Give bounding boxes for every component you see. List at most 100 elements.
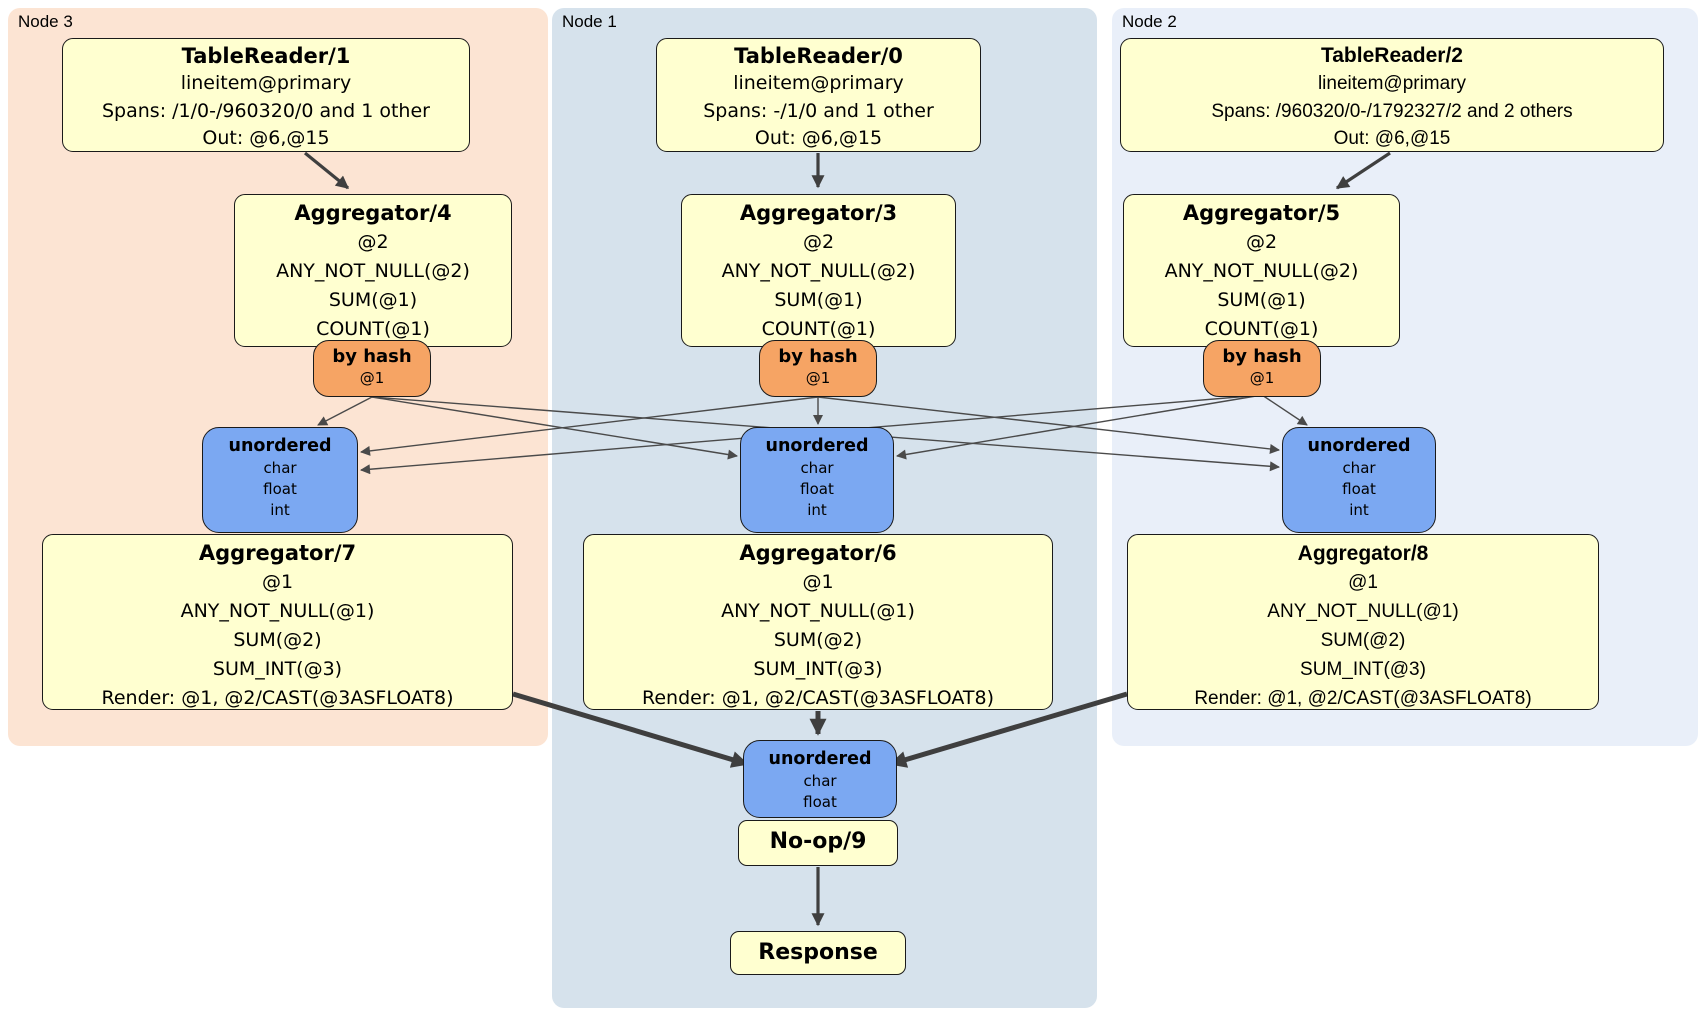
aggregator-line: @1 <box>261 571 294 593</box>
edge-tr1-agg4 <box>303 151 350 190</box>
aggregator-title: Aggregator/8 <box>1297 542 1429 565</box>
final-unordered-sync-box: unordered char float <box>743 740 897 818</box>
edge-hash2-sync2 <box>1261 394 1308 426</box>
table-reader-box: TableReader/2 lineitem@primary Spans: /9… <box>1120 38 1664 152</box>
aggregator-box: Aggregator/7 @1 ANY_NOT_NULL(@1) SUM(@2)… <box>42 534 513 710</box>
table-reader-box: TableReader/1 lineitem@primary Spans: /1… <box>62 38 470 152</box>
aggregator-line: ANY_NOT_NULL(@2) <box>1164 260 1359 282</box>
aggregator-line: ANY_NOT_NULL(@1) <box>180 600 375 622</box>
edge-agg7-finalsync <box>512 691 749 768</box>
aggregator-line: @2 <box>1245 231 1278 253</box>
unordered-sync-item: int <box>1349 501 1369 519</box>
aggregator-line: ANY_NOT_NULL(@1) <box>721 600 915 622</box>
edge-hash3-sync1 <box>371 396 738 460</box>
unordered-sync-item: char <box>803 772 837 790</box>
edge-hash3-sync3 <box>317 396 373 426</box>
aggregator-line: SUM(@1) <box>328 289 418 311</box>
aggregator-line: SUM_INT(@3) <box>1300 659 1426 680</box>
unordered-sync-title: unordered <box>768 749 872 769</box>
edge-agg8-finalsync <box>889 691 1128 768</box>
table-reader-line: Out: @6,@15 <box>754 127 883 149</box>
aggregator-line: SUM_INT(@3) <box>753 658 883 680</box>
table-reader-line: lineitem@primary <box>1317 73 1467 94</box>
aggregator-line: SUM(@2) <box>233 629 322 651</box>
unordered-sync-box: unordered char float int <box>1282 427 1436 533</box>
aggregator-line: SUM(@1) <box>774 289 863 311</box>
aggregator-line: Render: @1, @2/CAST(@3ASFLOAT8) <box>101 687 454 709</box>
aggregator-title: Aggregator/7 <box>198 541 357 565</box>
aggregator-line: SUM(@2) <box>1320 630 1406 651</box>
table-reader-title: TableReader/2 <box>1320 44 1463 67</box>
table-reader-line: Spans: /960320/0-/1792327/2 and 2 others <box>1211 100 1573 122</box>
table-reader-line: lineitem@primary <box>180 72 352 94</box>
unordered-sync-item: float <box>800 480 834 498</box>
hash-router-title: by hash <box>1222 346 1302 367</box>
unordered-sync-title: unordered <box>1307 436 1411 456</box>
unordered-sync-item: float <box>803 793 837 811</box>
aggregator-line: @1 <box>1348 572 1378 593</box>
edge-hash2-sync1 <box>896 394 1263 460</box>
hash-router-detail: @1 <box>805 369 831 387</box>
aggregator-title: Aggregator/4 <box>294 201 452 225</box>
node-1-label: Node 1 <box>562 12 617 31</box>
unordered-sync-item: int <box>807 501 827 519</box>
unordered-sync-item: char <box>263 459 297 477</box>
edge-tr2-agg5 <box>1335 151 1391 190</box>
aggregator-line: @2 <box>357 231 389 253</box>
aggregator-line: ANY_NOT_NULL(@2) <box>721 260 916 282</box>
aggregator-line: Render: @1, @2/CAST(@3ASFLOAT8) <box>1194 688 1532 709</box>
aggregator-box: Aggregator/4 @2 ANY_NOT_NULL(@2) SUM(@1)… <box>234 194 512 347</box>
aggregator-line: COUNT(@1) <box>761 318 876 340</box>
aggregator-box: Aggregator/6 @1 ANY_NOT_NULL(@1) SUM(@2)… <box>583 534 1053 710</box>
edge-hash1-sync3 <box>360 396 819 456</box>
aggregator-title: Aggregator/5 <box>1182 201 1341 225</box>
node-2-label: Node 2 <box>1122 12 1177 31</box>
aggregator-line: @1 <box>802 571 834 593</box>
table-reader-box: TableReader/0 lineitem@primary Spans: -/… <box>656 38 981 152</box>
aggregator-line: SUM(@1) <box>1217 289 1306 311</box>
noop-box: No-op/9 <box>738 820 898 866</box>
edge-hash1-sync2 <box>817 396 1280 454</box>
unordered-sync-item: char <box>1342 459 1376 477</box>
table-reader-title: TableReader/0 <box>734 44 903 68</box>
node-3-label: Node 3 <box>18 12 73 31</box>
hash-router-title: by hash <box>778 346 858 367</box>
hash-router-box: by hash @1 <box>759 340 877 397</box>
aggregator-line: SUM(@2) <box>773 629 863 651</box>
hash-router-detail: @1 <box>359 369 385 387</box>
unordered-sync-box: unordered char float int <box>740 427 894 533</box>
aggregator-line: @2 <box>802 231 835 253</box>
aggregator-box: Aggregator/5 @2 ANY_NOT_NULL(@2) SUM(@1)… <box>1123 194 1400 347</box>
aggregator-line: SUM_INT(@3) <box>212 658 343 680</box>
aggregator-box: Aggregator/8 @1 ANY_NOT_NULL(@1) SUM(@2)… <box>1127 534 1599 710</box>
aggregator-line: COUNT(@1) <box>1204 318 1319 340</box>
response-title: Response <box>758 940 878 965</box>
table-reader-title: TableReader/1 <box>181 44 351 68</box>
aggregator-title: Aggregator/3 <box>739 201 898 225</box>
unordered-sync-item: int <box>270 501 290 519</box>
unordered-sync-title: unordered <box>765 436 869 456</box>
unordered-sync-item: char <box>800 459 834 477</box>
hash-router-box: by hash @1 <box>1203 340 1321 397</box>
hash-router-box: by hash @1 <box>313 340 431 397</box>
aggregator-line: Render: @1, @2/CAST(@3ASFLOAT8) <box>642 687 994 709</box>
noop-title: No-op/9 <box>769 829 867 854</box>
unordered-sync-title: unordered <box>228 436 332 456</box>
table-reader-line: Spans: -/1/0 and 1 other <box>703 99 934 122</box>
unordered-sync-box: unordered char float int <box>202 427 358 533</box>
hash-router-title: by hash <box>332 346 412 367</box>
aggregator-line: ANY_NOT_NULL(@1) <box>1267 601 1459 622</box>
unordered-sync-item: float <box>1342 480 1376 498</box>
aggregator-line: COUNT(@1) <box>316 318 430 340</box>
table-reader-line: Out: @6,@15 <box>202 127 330 149</box>
response-box: Response <box>730 931 906 975</box>
unordered-sync-item: float <box>263 480 297 498</box>
hash-router-detail: @1 <box>1249 369 1275 387</box>
aggregator-title: Aggregator/6 <box>739 541 897 565</box>
aggregator-box: Aggregator/3 @2 ANY_NOT_NULL(@2) SUM(@1)… <box>681 194 956 347</box>
aggregator-line: ANY_NOT_NULL(@2) <box>276 260 470 282</box>
table-reader-line: Out: @6,@15 <box>1333 128 1451 149</box>
table-reader-line: Spans: /1/0-/960320/0 and 1 other <box>102 99 430 122</box>
